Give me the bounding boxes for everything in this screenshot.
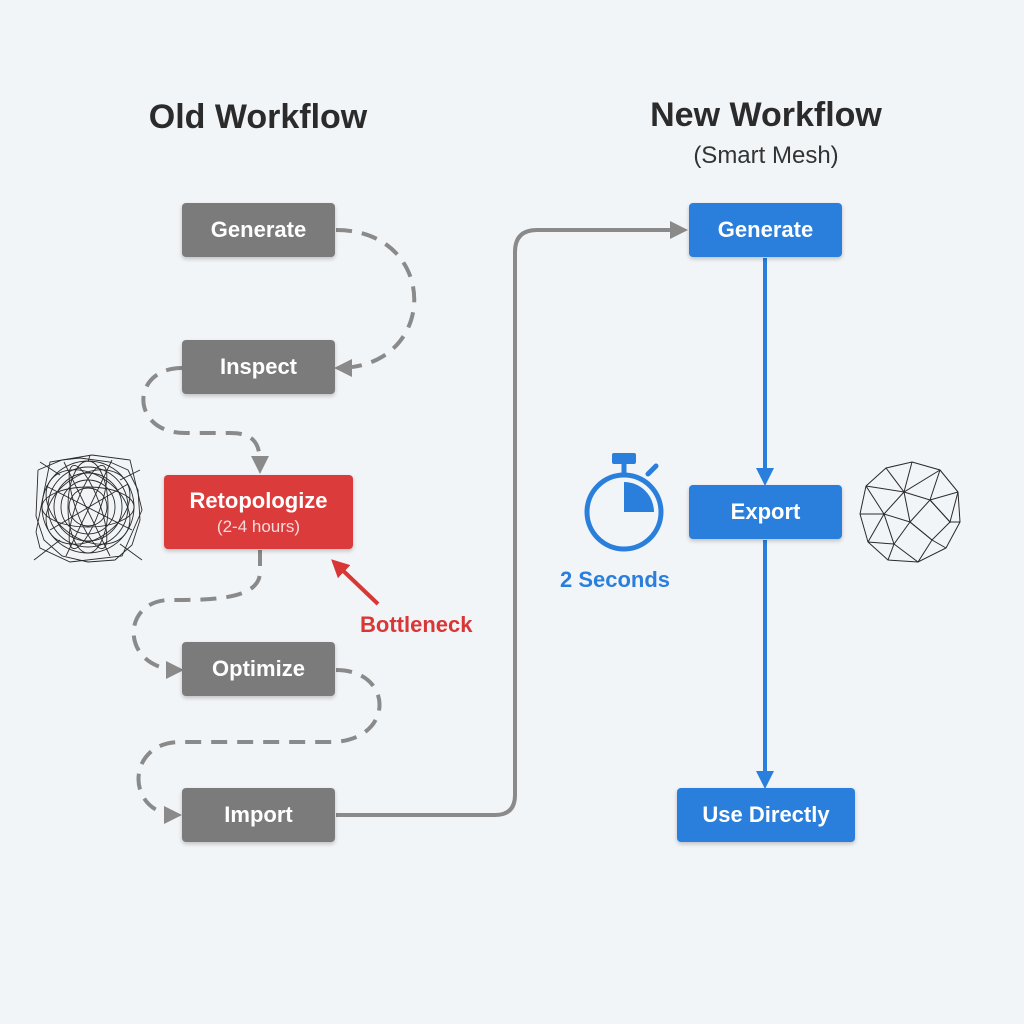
old-step-inspect-label: Inspect	[219, 354, 298, 379]
old-step-retopologize-time: (2-4 hours)	[216, 516, 301, 536]
old-step-retopologize-label: Retopologize	[189, 487, 328, 513]
old-step-inspect[interactable]: Inspect	[182, 340, 335, 394]
clean-mesh-icon	[859, 461, 961, 563]
new-step-export[interactable]: Export	[689, 485, 842, 539]
old-step-optimize-label: Optimize	[212, 656, 305, 681]
stopwatch-icon	[584, 453, 664, 552]
dense-mesh-icon	[33, 454, 143, 563]
new-step-use-directly[interactable]: Use Directly	[677, 788, 855, 842]
bottleneck-label: Bottleneck	[360, 612, 473, 637]
old-workflow-title: Old Workflow	[148, 98, 368, 136]
connector-import-new-generate	[336, 221, 688, 817]
new-workflow-subtitle: (Smart Mesh)	[693, 142, 839, 169]
new-step-export-label: Export	[730, 499, 801, 524]
old-step-import[interactable]: Import	[182, 788, 335, 842]
time-label: 2 Seconds	[560, 567, 671, 592]
old-step-optimize[interactable]: Optimize	[182, 642, 335, 696]
old-step-retopologize[interactable]: Retopologize (2-4 hours)	[164, 475, 353, 549]
new-step-use-directly-label: Use Directly	[702, 802, 830, 827]
old-step-generate[interactable]: Generate	[182, 203, 335, 257]
new-step-generate[interactable]: Generate	[689, 203, 842, 257]
new-step-generate-label: Generate	[717, 217, 814, 242]
bottleneck-arrow-icon	[331, 559, 380, 606]
old-step-generate-label: Generate	[210, 217, 307, 242]
connector-inspect-retopologize	[141, 366, 269, 474]
new-workflow-title: New Workflow	[650, 96, 882, 134]
old-step-import-label: Import	[224, 802, 293, 827]
connector-generate-inspect	[334, 228, 417, 377]
